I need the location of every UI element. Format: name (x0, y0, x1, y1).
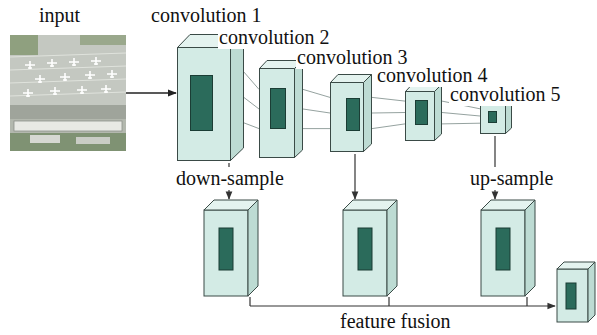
receptive-field-lines (244, 72, 259, 129)
feature-map-block (330, 74, 372, 152)
fusion-tick (249, 297, 250, 306)
block-faces (331, 75, 372, 152)
fusion-lines (250, 297, 555, 306)
annotation-label: feature fusion (339, 310, 452, 333)
conv-layer-block: convolution 3 (330, 74, 372, 152)
annotation-label: up-sample (469, 167, 554, 190)
input-arrow (126, 92, 176, 93)
fusion-tick (526, 297, 527, 306)
feature-block (204, 200, 258, 296)
layer-label: input (38, 4, 81, 27)
arrow-line (354, 154, 355, 199)
arrow-line (228, 163, 229, 199)
receptive-field-lines (303, 89, 330, 128)
feature-block (481, 200, 535, 296)
feature-map-block (259, 60, 303, 158)
feature-map-block (405, 84, 442, 141)
conv-layer-block: convolution 1 (177, 34, 244, 161)
photo-content (10, 35, 126, 151)
conv-layer-block: convolution 4 (405, 84, 442, 141)
block-faces (178, 35, 244, 161)
fusion-tick (388, 297, 389, 306)
layer-label: convolution 1 (150, 4, 263, 27)
fused-block (557, 262, 595, 322)
annotation-label: down-sample (175, 167, 285, 190)
arrow-line (494, 136, 495, 199)
layer-label: convolution 5 (449, 83, 562, 106)
receptive-field-lines (372, 97, 405, 128)
input-image: input (10, 35, 126, 151)
fusion-arrow (250, 305, 555, 306)
conv-layer-block: convolution 5 (480, 98, 512, 134)
conv-layer-block: convolution 2 (259, 60, 303, 158)
block-faces (406, 85, 442, 141)
airport-photo (10, 35, 126, 151)
feature-map-block (177, 34, 244, 161)
block-faces (260, 61, 303, 158)
feature-block (343, 200, 397, 296)
